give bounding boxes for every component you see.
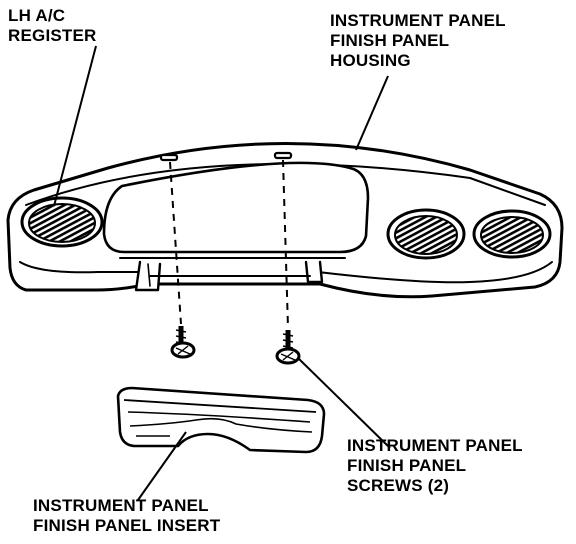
label-finish-panel-housing: INSTRUMENT PANEL FINISH PANEL HOUSING [330,11,506,71]
label-housing-line3: HOUSING [330,51,411,70]
finish-panel-insert [116,386,326,454]
alignment-lines [169,159,289,329]
label-insert-line1: INSTRUMENT PANEL [33,496,209,515]
label-lh-ac-register-line2: REGISTER [8,26,97,45]
label-housing-line2: FINISH PANEL [330,31,450,50]
finish-panel-screw-right [275,330,301,365]
rh-ac-register [472,209,552,259]
center-ac-register [386,208,466,260]
finish-panel-screw-left [170,326,196,359]
screw-holes [159,151,293,162]
label-insert-line2: FINISH PANEL INSERT [33,516,221,535]
label-screws-line1: INSTRUMENT PANEL [347,436,523,455]
label-screws-line2: FINISH PANEL [347,456,467,475]
label-lh-ac-register-line1: LH A/C [8,6,66,25]
leader-lines [53,45,391,501]
label-screws-line3: SCREWS (2) [347,476,450,495]
label-finish-panel-screws: INSTRUMENT PANEL FINISH PANEL SCREWS (2) [347,436,523,496]
lh-ac-register [20,196,104,248]
label-housing-line1: INSTRUMENT PANEL [330,11,506,30]
label-finish-panel-insert: INSTRUMENT PANEL FINISH PANEL INSERT [33,496,220,536]
label-lh-ac-register: LH A/C REGISTER [8,6,97,46]
